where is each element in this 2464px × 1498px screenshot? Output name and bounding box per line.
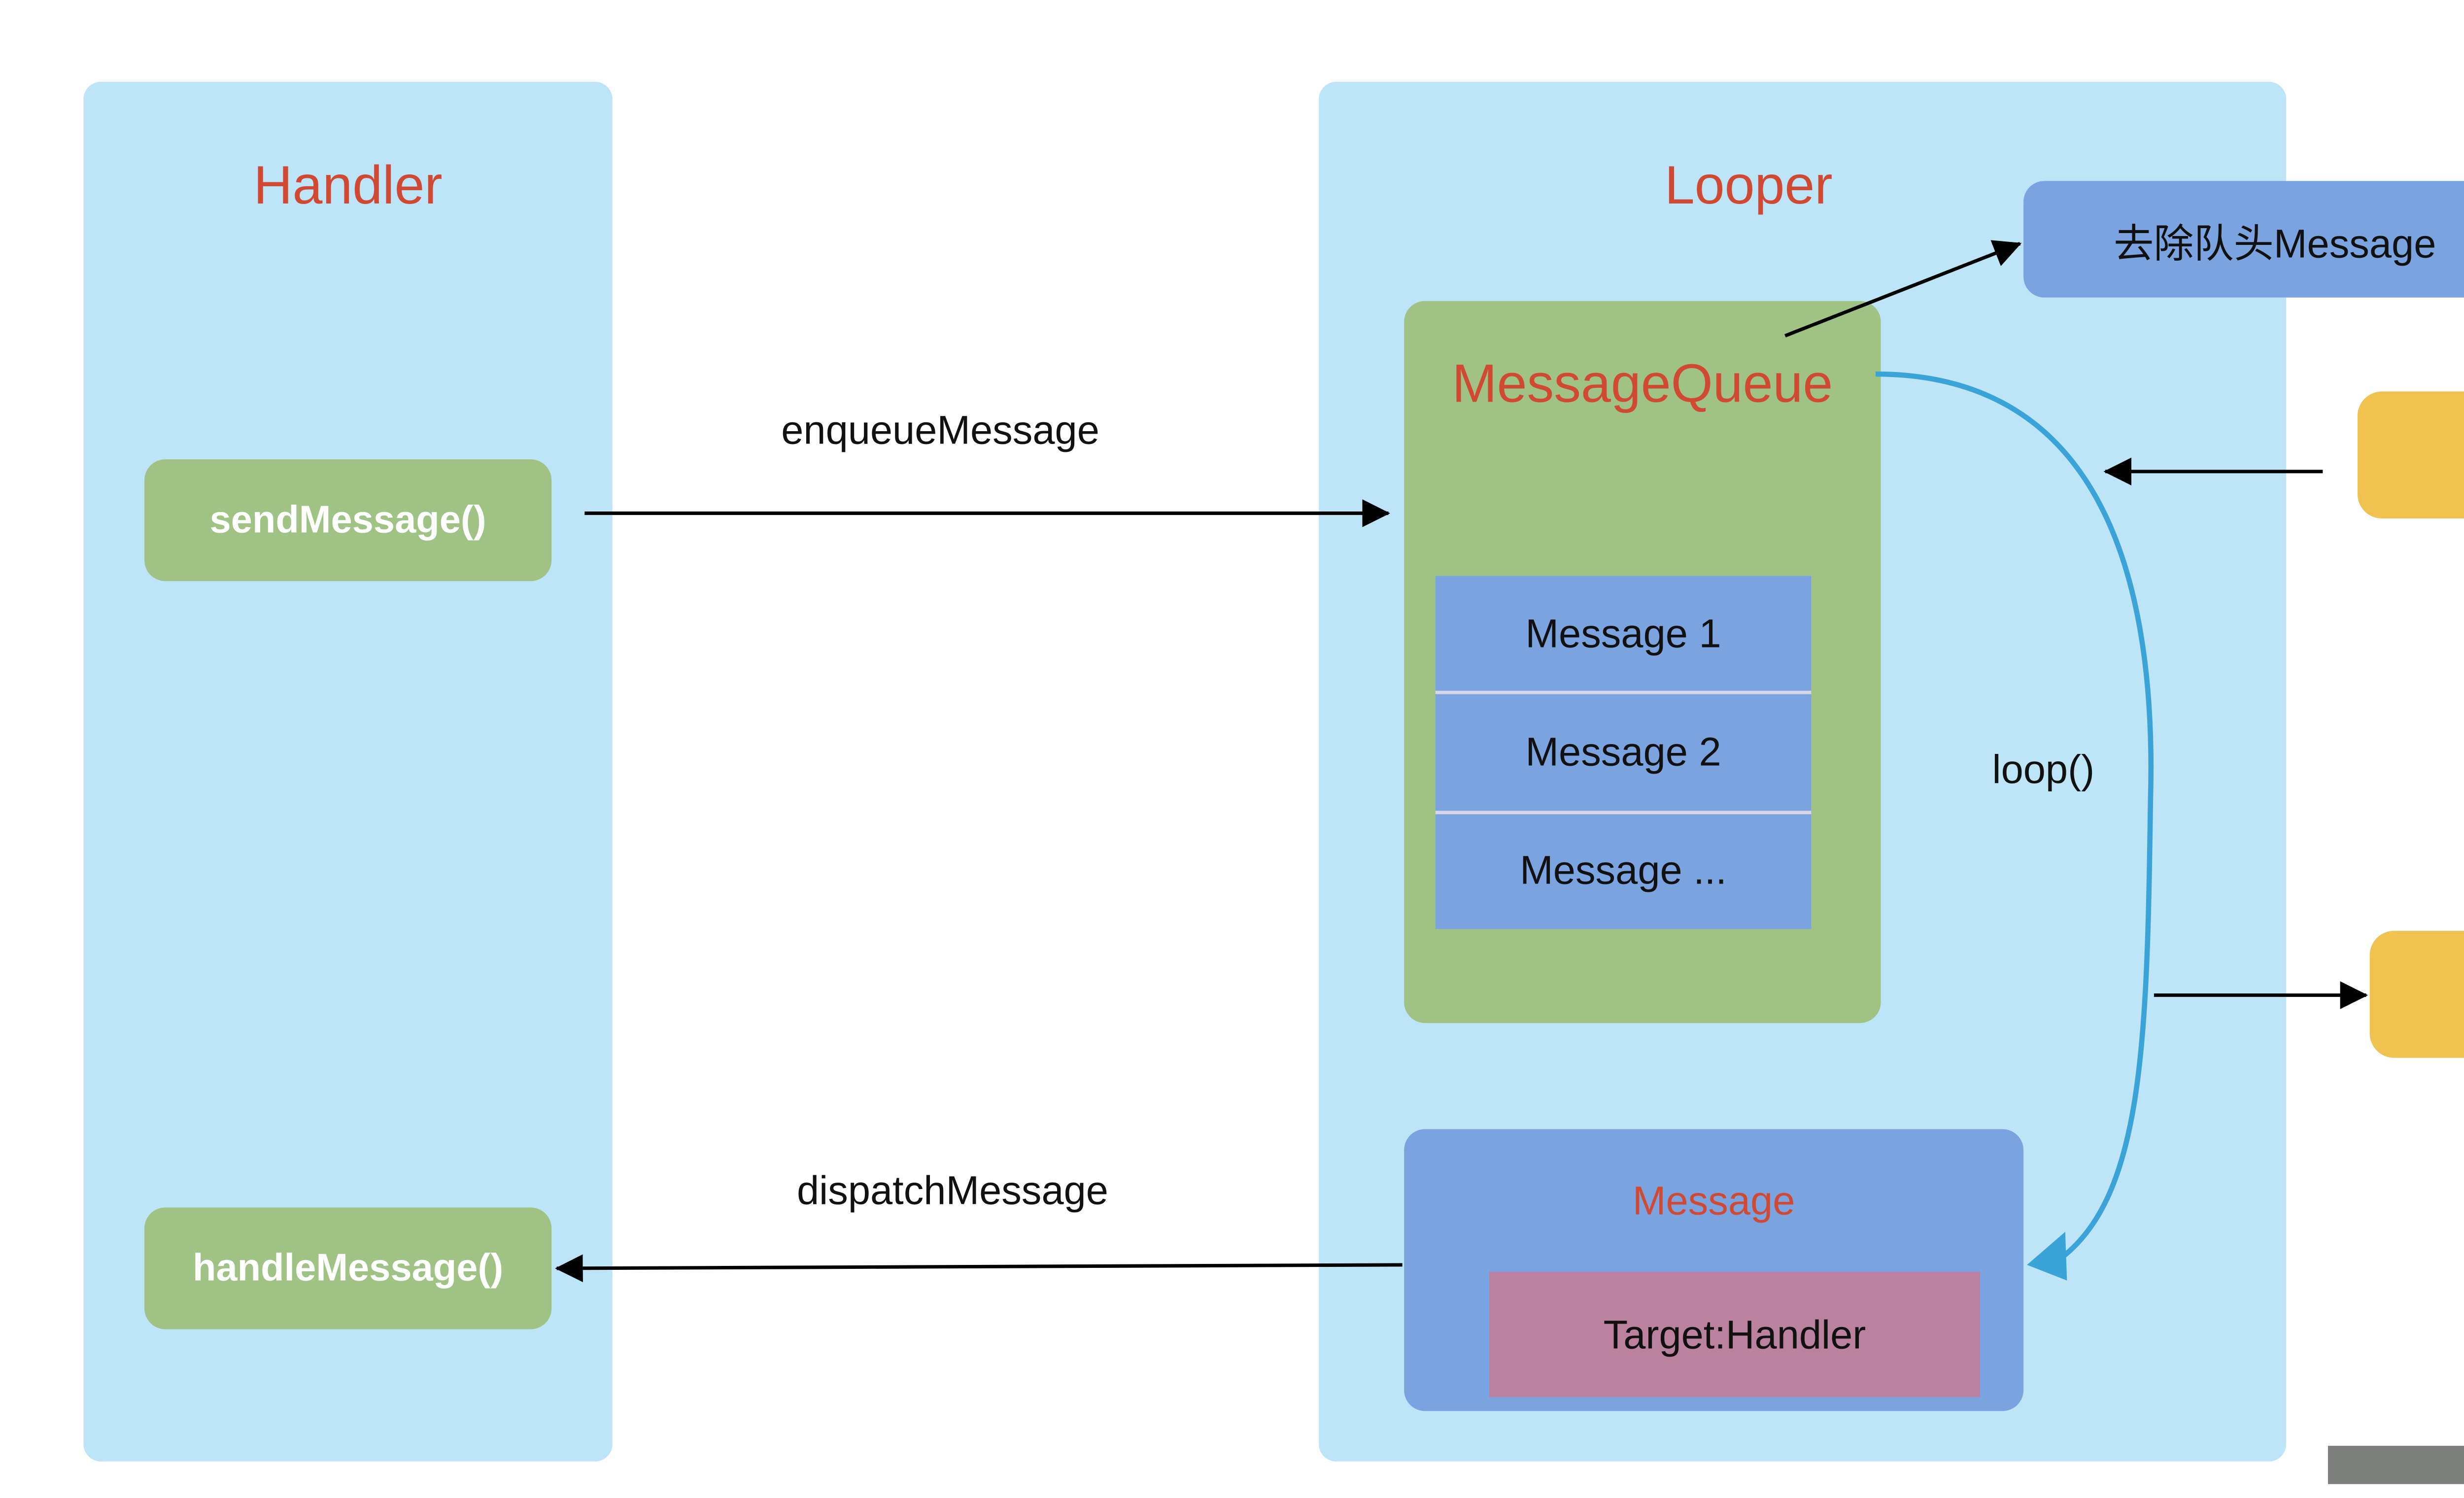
wake-up-box: 唤醒 (2357, 391, 2464, 519)
message-item[interactable]: Message 1 (1435, 576, 1812, 695)
message-box-title: Message (1632, 1178, 1795, 1224)
loop-label: loop() (1992, 746, 2095, 792)
message-queue: MessageQueue Message 1 Message 2 Message… (1404, 301, 1881, 1023)
handler-panel: Handler sendMessage() handleMessage() (83, 81, 613, 1462)
remove-head-arrow (1784, 240, 2022, 338)
message-box: Message Target:Handler (1404, 1129, 2024, 1411)
looper-title: Looper (1664, 155, 1833, 216)
enqueue-message-label: enqueueMessage (781, 407, 1099, 453)
suspend-box: 挂起 (2369, 930, 2464, 1058)
target-handler: Target:Handler (1489, 1272, 1980, 1397)
message-item[interactable]: Message 2 (1435, 694, 1812, 814)
dispatch-arrow (555, 1254, 1403, 1282)
send-message-button[interactable]: sendMessage() (144, 459, 552, 581)
watermark: 掘金技术社区 @ _祝你今天愉快 (2327, 1446, 2464, 1484)
handler-title: Handler (253, 155, 443, 216)
remove-head-message-box: 去除队头Message (2023, 181, 2464, 298)
message-item[interactable]: Message ... (1435, 814, 1812, 929)
message-queue-title: MessageQueue (1452, 353, 1833, 414)
handle-message-button[interactable]: handleMessage() (144, 1207, 552, 1329)
looper-panel: Looper MessageQueue Message 1 Message 2 … (1319, 81, 2287, 1462)
loop-curve (1875, 371, 2154, 1264)
loop-arrowhead-icon (2027, 1231, 2067, 1281)
dispatch-message-label: dispatchMessage (797, 1167, 1108, 1213)
message-list: Message 1 Message 2 Message ... (1435, 576, 1812, 929)
